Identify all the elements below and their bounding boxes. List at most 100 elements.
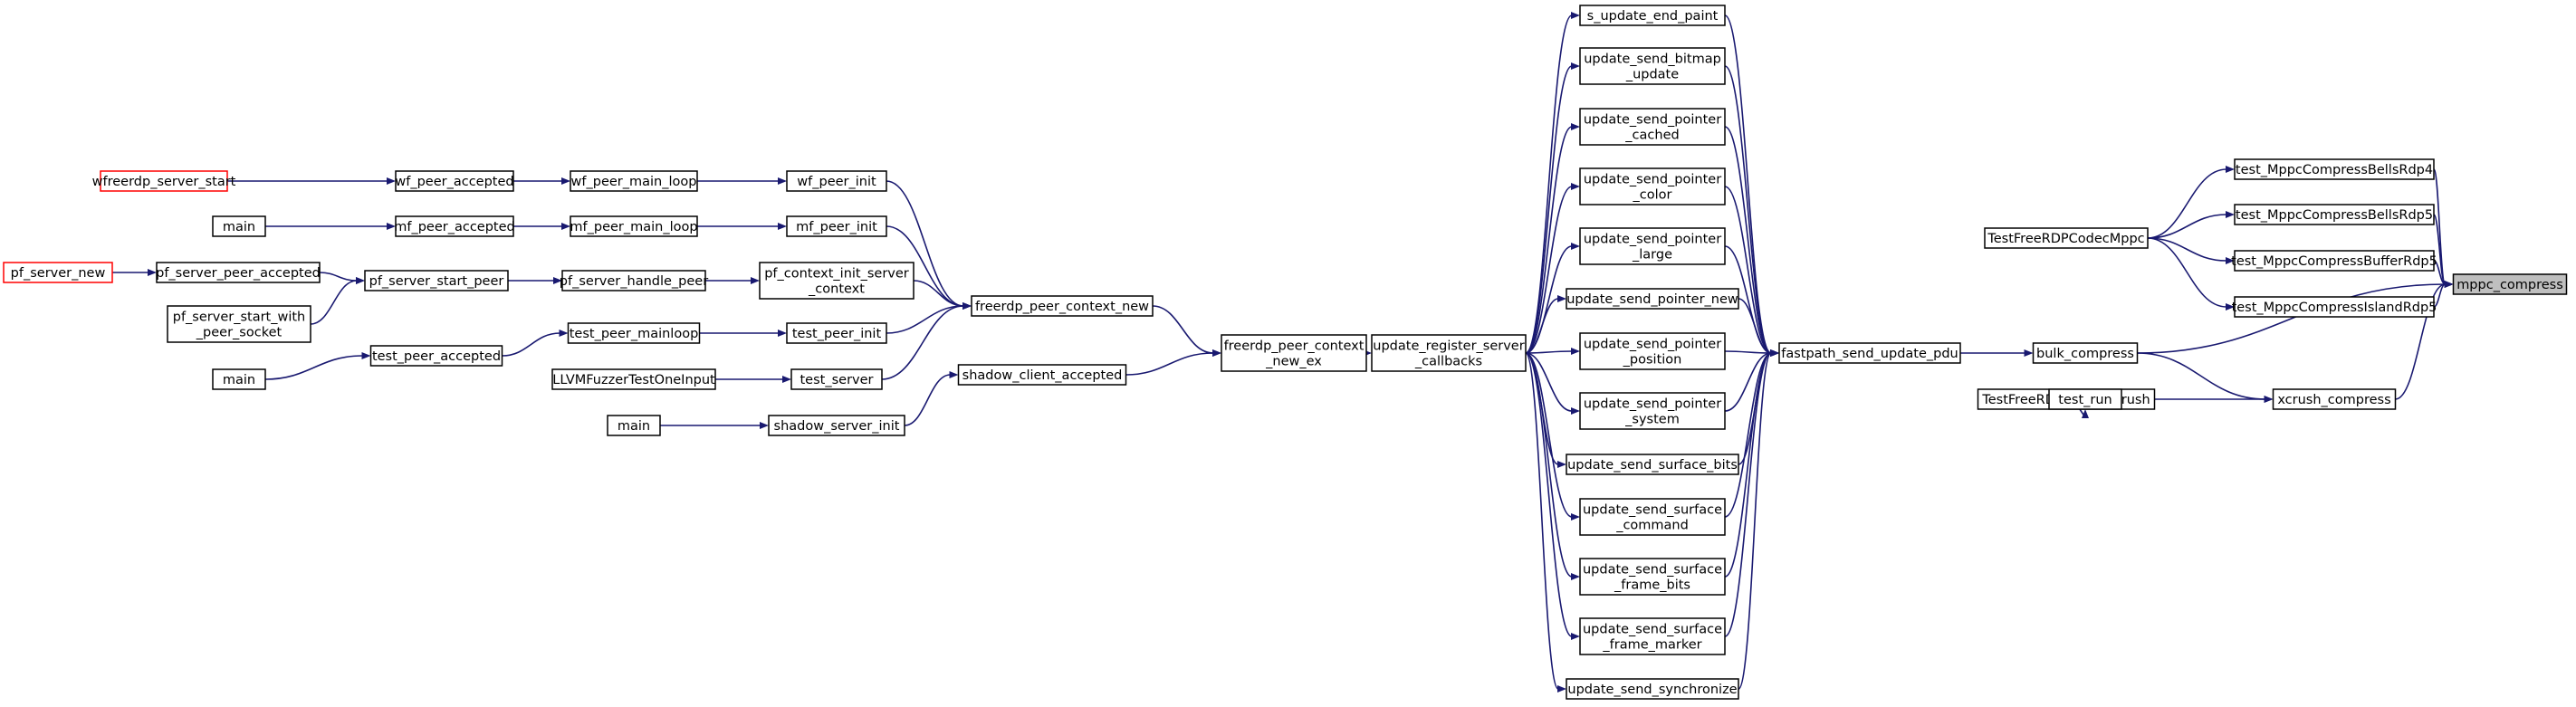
function-node[interactable]: wf_peer_accepted: [395, 170, 514, 192]
node-box[interactable]: [790, 368, 883, 390]
node-box[interactable]: [3, 262, 113, 283]
function-node[interactable]: pf_server_peer_accepted: [156, 262, 321, 283]
node-box[interactable]: [100, 170, 228, 192]
function-node[interactable]: main: [212, 215, 266, 237]
function-node[interactable]: fastpath_send_update_pdu: [1778, 342, 1961, 364]
function-node[interactable]: pf_context_init_server_context: [759, 262, 915, 300]
node-box[interactable]: [1566, 288, 1739, 310]
function-node[interactable]: pf_server_start_with_peer_socket: [167, 305, 311, 343]
node-box[interactable]: [1579, 5, 1726, 26]
function-node[interactable]: update_send_synchronize: [1566, 678, 1739, 700]
function-node[interactable]: update_send_pointer_cached: [1579, 108, 1726, 146]
node-box[interactable]: [1566, 454, 1739, 475]
node-box[interactable]: [551, 368, 716, 390]
node-box[interactable]: [395, 170, 514, 192]
node-box[interactable]: [1566, 678, 1739, 700]
node-box[interactable]: [369, 345, 503, 367]
node-box[interactable]: [786, 322, 887, 344]
node-box[interactable]: [2452, 273, 2568, 295]
node-box[interactable]: [1778, 342, 1961, 364]
function-node[interactable]: wf_peer_init: [786, 170, 887, 192]
node-box[interactable]: [786, 170, 887, 192]
function-node[interactable]: wf_peer_main_loop: [570, 170, 698, 192]
function-node[interactable]: bulk_compress: [2032, 342, 2139, 364]
node-box[interactable]: [1579, 558, 1726, 596]
function-node[interactable]: update_send_surface_command: [1579, 498, 1726, 536]
node-box[interactable]: [561, 270, 706, 291]
node-box[interactable]: [167, 305, 311, 343]
node-box[interactable]: [570, 170, 698, 192]
function-node[interactable]: update_send_surface_frame_bits: [1579, 558, 1726, 596]
node-box[interactable]: [212, 368, 266, 390]
function-node[interactable]: main: [212, 368, 266, 390]
node-box[interactable]: [2272, 388, 2397, 410]
node-box[interactable]: [1579, 108, 1726, 146]
node-box[interactable]: [759, 262, 915, 300]
node-box[interactable]: [1221, 334, 1367, 372]
node-box[interactable]: [1579, 332, 1726, 370]
function-node[interactable]: test_MppcCompressBufferRdp5: [2231, 250, 2437, 272]
function-node[interactable]: mppc_compress: [2452, 273, 2568, 295]
node-box[interactable]: [1371, 334, 1527, 372]
function-node[interactable]: mf_peer_accepted: [394, 215, 515, 237]
function-node[interactable]: s_update_end_paint: [1579, 5, 1726, 26]
function-node[interactable]: shadow_server_init: [768, 415, 905, 436]
function-node[interactable]: mf_peer_init: [786, 215, 887, 237]
function-node[interactable]: pf_server_new: [3, 262, 113, 283]
function-node[interactable]: update_register_server_callbacks: [1371, 334, 1527, 372]
node-box[interactable]: [2234, 296, 2435, 318]
node-box[interactable]: [364, 270, 509, 291]
function-node[interactable]: update_send_pointer_color: [1579, 167, 1726, 205]
node-box[interactable]: [567, 322, 701, 344]
function-node[interactable]: LLVMFuzzerTestOneInput: [551, 368, 716, 390]
function-node[interactable]: test_MppcCompressBellsRdp5: [2234, 204, 2435, 225]
node-box[interactable]: [2234, 204, 2435, 225]
function-node[interactable]: test_run: [2048, 388, 2122, 410]
function-node[interactable]: test_MppcCompressBellsRdp4: [2234, 158, 2435, 180]
call-edge: [1724, 350, 1772, 354]
node-box[interactable]: [786, 215, 887, 237]
node-box[interactable]: [1579, 167, 1726, 205]
function-node[interactable]: shadow_client_accepted: [957, 364, 1127, 386]
node-box[interactable]: [971, 295, 1154, 317]
function-node[interactable]: update_send_pointer_large: [1579, 227, 1726, 265]
node-box[interactable]: [156, 262, 321, 283]
function-node[interactable]: update_send_surface_bits: [1566, 454, 1739, 475]
node-box[interactable]: [1579, 227, 1726, 265]
function-node[interactable]: freerdp_peer_context_new: [971, 295, 1154, 317]
node-box[interactable]: [768, 415, 905, 436]
function-node[interactable]: update_send_pointer_new: [1566, 288, 1739, 310]
function-node[interactable]: update_send_surface_frame_marker: [1579, 617, 1726, 655]
arrowhead: [2082, 409, 2089, 418]
function-node[interactable]: xcrush_compress: [2272, 388, 2397, 410]
node-box[interactable]: [607, 415, 661, 436]
function-node[interactable]: test_peer_accepted: [369, 345, 503, 367]
node-box[interactable]: [2234, 250, 2435, 272]
function-node[interactable]: main: [607, 415, 661, 436]
node-box[interactable]: [570, 215, 698, 237]
function-node[interactable]: test_MppcCompressIslandRdp5: [2232, 296, 2437, 318]
function-node[interactable]: TestFreeRDPCodecMppc: [1984, 227, 2149, 249]
node-box[interactable]: [395, 215, 514, 237]
function-node[interactable]: test_peer_init: [786, 322, 887, 344]
node-box[interactable]: [212, 215, 266, 237]
node-box[interactable]: [2048, 388, 2122, 410]
node-box[interactable]: [1579, 617, 1726, 655]
node-box[interactable]: [957, 364, 1127, 386]
node-box[interactable]: [2032, 342, 2139, 364]
function-node[interactable]: test_server: [790, 368, 883, 390]
function-node[interactable]: update_send_pointer_system: [1579, 392, 1726, 430]
function-node[interactable]: pf_server_start_peer: [364, 270, 509, 291]
function-node[interactable]: update_send_bitmap_update: [1579, 47, 1726, 85]
node-box[interactable]: [1579, 498, 1726, 536]
function-node[interactable]: update_send_pointer_position: [1579, 332, 1726, 370]
node-box[interactable]: [1579, 392, 1726, 430]
node-box[interactable]: [1984, 227, 2149, 249]
function-node[interactable]: mf_peer_main_loop: [570, 215, 698, 237]
function-node[interactable]: wfreerdp_server_start: [92, 170, 236, 192]
function-node[interactable]: pf_server_handle_peer: [560, 270, 708, 291]
function-node[interactable]: test_peer_mainloop: [567, 322, 701, 344]
node-box[interactable]: [1579, 47, 1726, 85]
node-box[interactable]: [2234, 158, 2435, 180]
function-node[interactable]: freerdp_peer_context_new_ex: [1221, 334, 1367, 372]
